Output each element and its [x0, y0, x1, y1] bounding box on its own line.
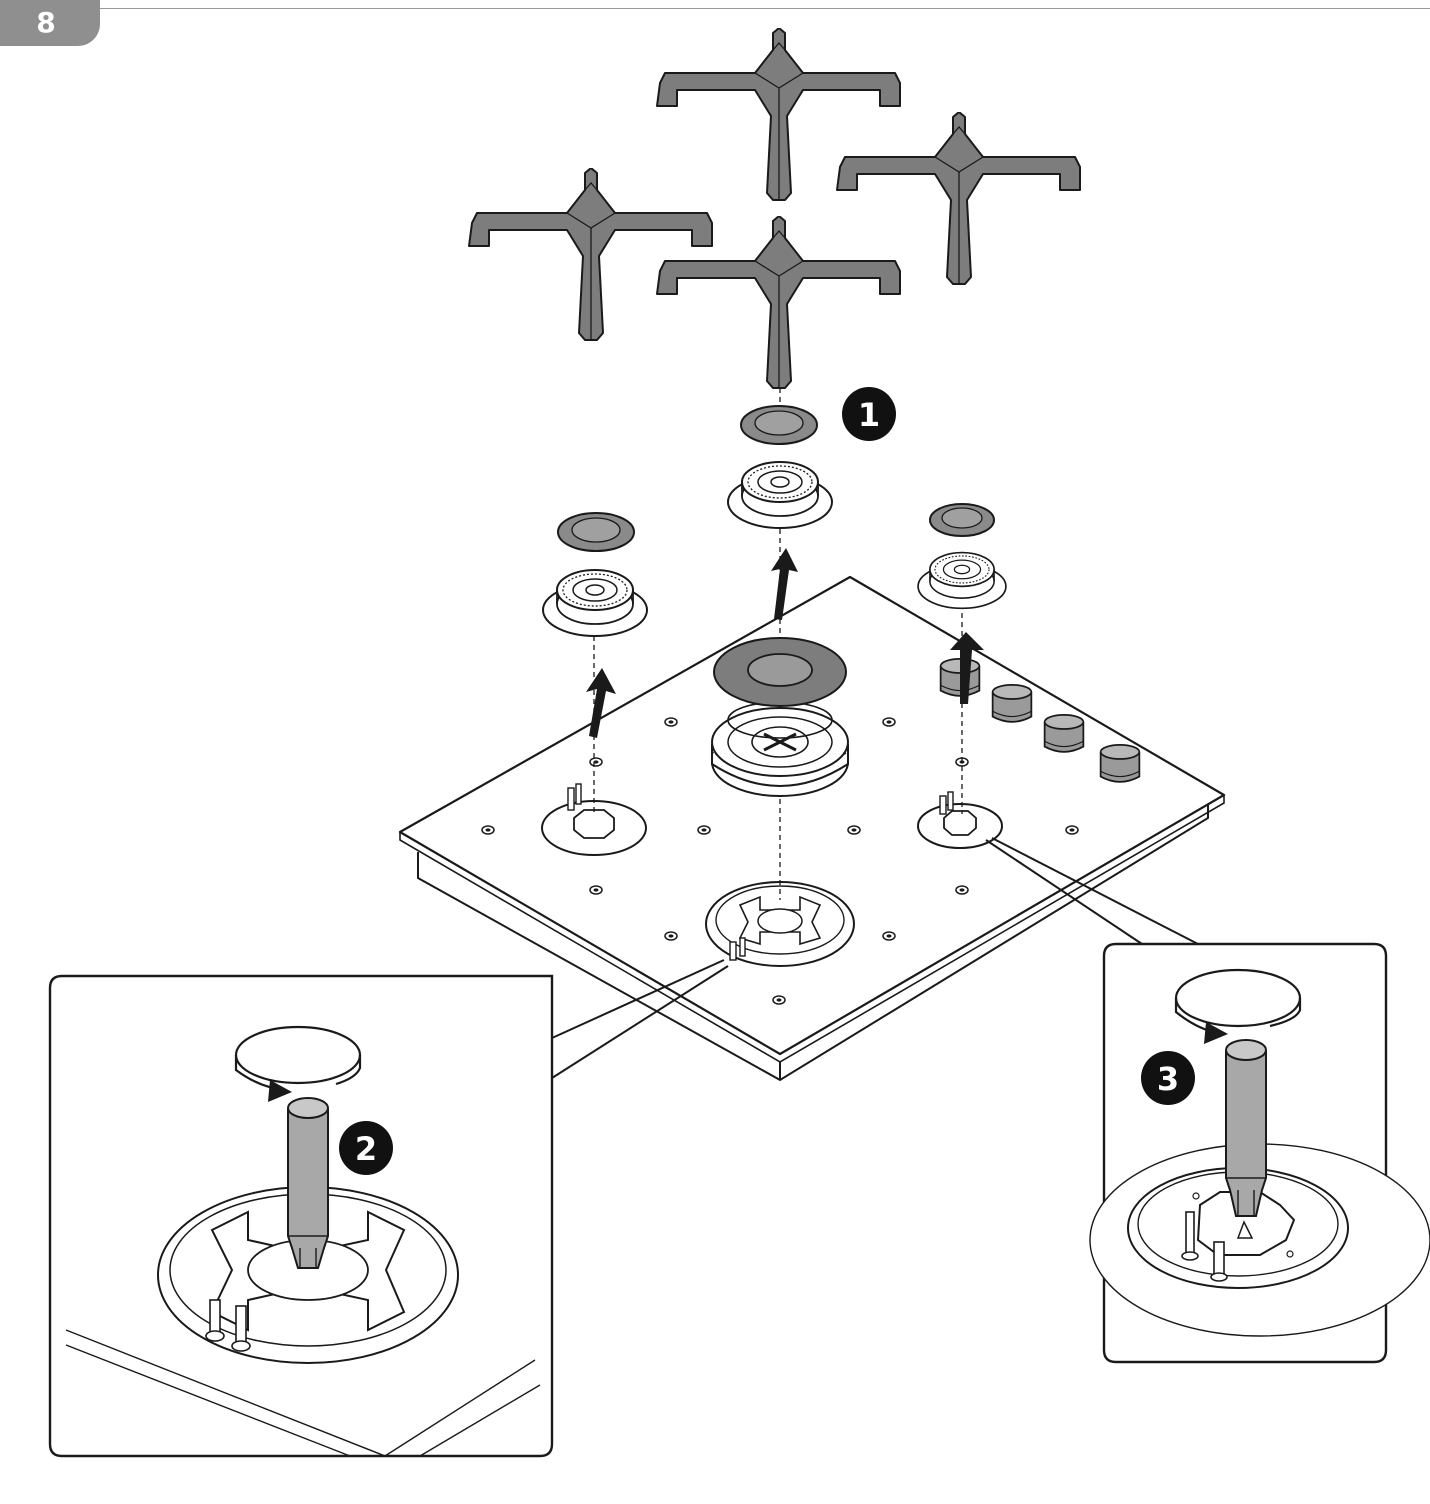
page-number: 8	[36, 6, 56, 39]
page-number-tab: 8	[0, 0, 100, 46]
up-arrow-icon	[950, 632, 984, 704]
up-arrow-icon	[586, 668, 616, 738]
header-rule	[0, 8, 1430, 9]
right-burner-lifted	[917, 503, 1007, 610]
right-burner-seat	[917, 791, 1003, 849]
step-3-badge: 3	[1141, 1051, 1195, 1105]
svg-text:3: 3	[1157, 1060, 1179, 1098]
lift-arrows	[586, 548, 984, 738]
top-burner-lifted	[727, 405, 833, 529]
step-2-badge: 2	[339, 1121, 393, 1175]
center-burner-assembly	[711, 637, 849, 797]
front-burner-seat	[705, 881, 855, 967]
detail-callout-step-3: 3	[1089, 942, 1430, 1364]
detail-callout-step-2: 2	[48, 974, 554, 1458]
socket-wrench-3	[1225, 1039, 1267, 1217]
step-1-badge: 1	[842, 387, 896, 441]
pan-supports	[468, 28, 1081, 389]
socket-wrench-2	[287, 1097, 329, 1269]
callout-leaders	[551, 837, 1199, 1079]
rotate-arrow-icon	[1174, 968, 1302, 1044]
svg-text:1: 1	[858, 396, 880, 434]
rotate-arrow-icon	[234, 1025, 362, 1102]
left-burner-lifted	[542, 512, 648, 637]
svg-text:2: 2	[355, 1130, 377, 1168]
up-arrow-icon	[771, 548, 798, 620]
